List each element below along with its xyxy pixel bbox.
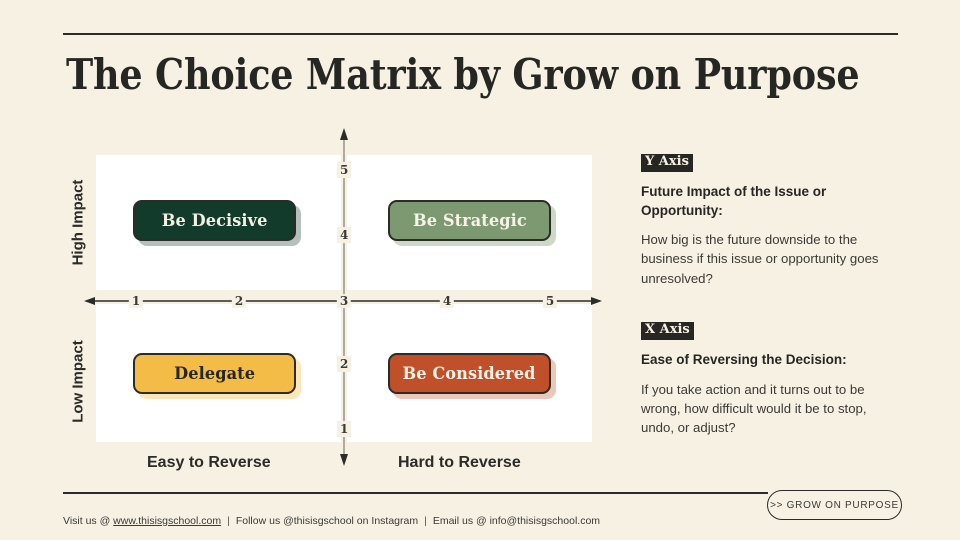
grow-on-purpose-button[interactable]: >> GROW ON PURPOSE [767,490,902,520]
footer-separator-2: | [424,515,427,527]
quadrant-card-delegate[interactable]: Delegate [133,353,296,394]
x-axis-label-hard-to-reverse: Hard to Reverse [398,454,521,471]
x-axis-body: If you take action and it turns out to b… [641,381,867,436]
y-tick-4: 4 [337,227,352,243]
y-axis-tag: Y Axis [641,154,693,172]
y-axis-heading: Future Impact of the Issue or Opportunit… [641,183,827,218]
y-tick-1: 1 [337,421,352,437]
quadrant-card-label: Be Decisive [161,210,268,231]
y-axis-label-low-impact: Low Impact [69,340,87,423]
x-axis-heading: Ease of Reversing the Decision: [641,351,847,367]
axis-explanations: Y Axis Future Impact of the Issue or Opp… [641,152,907,437]
page-title: The Choice Matrix by Grow on Purpose [66,50,860,99]
y-tick-5: 5 [337,162,352,178]
x-axis-explanation: X Axis Ease of Reversing the Decision: I… [641,320,907,437]
x-tick-4: 4 [439,294,455,308]
footer-divider [63,492,768,494]
footer-website-link[interactable]: www.thisisgschool.com [113,515,222,527]
y-tick-2: 2 [337,356,352,372]
x-tick-3: 3 [336,294,352,308]
quadrant-card-label: Be Considered [402,363,537,384]
quadrant-card-be-strategic[interactable]: Be Strategic [388,200,551,241]
header-divider [63,33,898,35]
x-axis-tag: X Axis [641,321,694,340]
footer-contact-line: Visit us @ www.thisisgschool.com | Follow … [63,515,600,527]
x-axis-label-easy-to-reverse: Easy to Reverse [147,454,271,471]
quadrant-card-label: Delegate [174,363,255,384]
y-axis-body: How big is the future downside to the bu… [641,232,879,286]
x-tick-5: 5 [542,294,558,308]
x-tick-1: 1 [128,294,144,308]
x-tick-2: 2 [231,294,247,308]
footer-visit-prefix: Visit us @ [63,515,114,527]
footer-email-text: Email us @ info@thisisgschool.com [432,515,601,527]
quadrant-card-label: Be Strategic [412,210,527,231]
y-axis-explanation: Y Axis Future Impact of the Issue or Opp… [641,152,907,288]
footer-instagram-text: Follow us @thisisgschool on Instagram [235,515,419,527]
footer-separator-1: | [227,515,230,527]
quadrant-card-be-decisive[interactable]: Be Decisive [133,200,296,241]
choice-matrix: 1 2 3 4 5 5 4 2 1 Be Decisive Be Strateg… [69,128,602,471]
quadrant-card-be-considered[interactable]: Be Considered [388,353,551,394]
